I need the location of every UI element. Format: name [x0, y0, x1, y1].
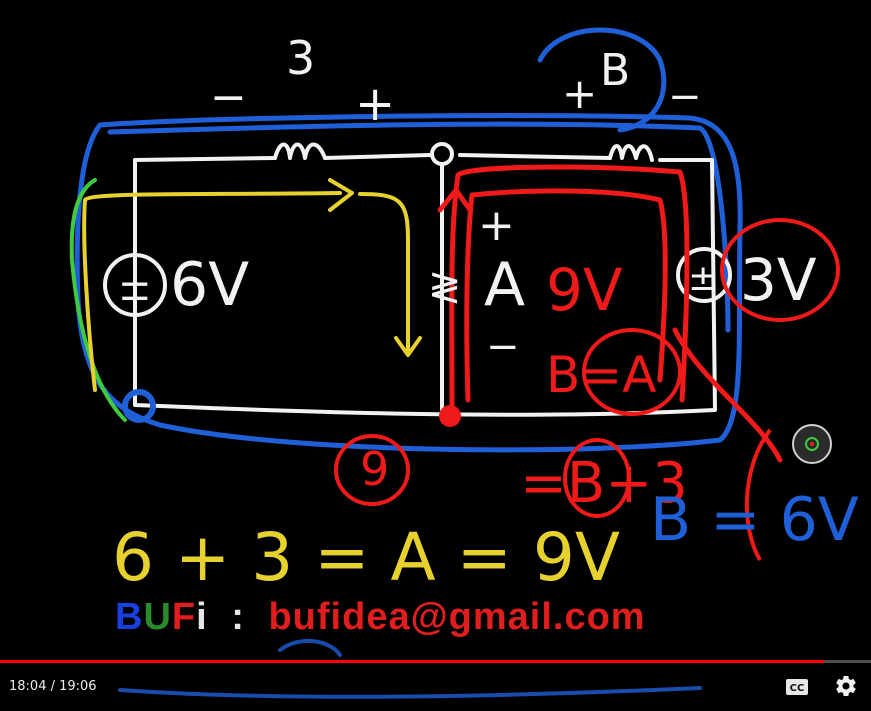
main-equation: 6 + 3 = A = 9V: [112, 519, 620, 596]
closed-captions-button[interactable]: CC: [785, 678, 809, 696]
resistor-right-minus: −: [668, 74, 702, 120]
source-right-label: 3V: [740, 246, 817, 314]
svg-text:CC: CC: [790, 683, 805, 694]
time-display: 18:04 / 19:06: [9, 679, 97, 694]
source-left-sign: ±: [118, 264, 152, 310]
progress-bar[interactable]: [0, 660, 871, 663]
node-value-9: 9: [360, 442, 389, 496]
resistor-left-minus: −: [210, 72, 247, 123]
equation-equals-b-plus-3: =B+3: [520, 451, 688, 516]
progress-bar-played: [0, 660, 824, 663]
gear-icon: [836, 676, 856, 697]
blue-ghost-strokes: [118, 638, 702, 699]
source-left-label: 6V: [170, 250, 249, 320]
equation-b-equals-6v: B = 6V: [650, 485, 859, 555]
blue-node: [122, 389, 156, 423]
source-left-symbol: [103, 253, 167, 317]
minus-sign: −: [486, 324, 520, 370]
resistor-right-value: B: [600, 45, 630, 96]
watermark-email: bufidea@gmail.com: [268, 596, 646, 638]
player-controls: 18:04 / 19:06 CC: [0, 660, 871, 711]
watermark-u: U: [143, 596, 172, 638]
yellow-arrow: [82, 178, 422, 392]
resistor-left-value: 3: [286, 31, 315, 85]
watermark-f: F: [171, 596, 197, 638]
channel-watermark: BUFi : bufidea@gmail.com: [115, 596, 646, 639]
blue-loop: [74, 27, 743, 453]
resistor-left-plus: +: [355, 76, 395, 132]
source-right-symbol: [676, 247, 732, 303]
watermark-b: B: [115, 596, 144, 638]
source-middle-symbol: ≷: [428, 264, 462, 310]
red-node: [439, 405, 461, 427]
green-loop: [69, 178, 127, 422]
node-A-label: A: [484, 250, 525, 320]
settings-button[interactable]: [834, 674, 858, 698]
plus-sign: +: [478, 200, 515, 251]
red-circles: [334, 218, 840, 562]
watermark-separator: :: [231, 596, 245, 638]
voltage-9v-label: 9V: [546, 256, 623, 324]
pointer-cursor-icon: [792, 424, 832, 464]
red-loop: [437, 164, 783, 463]
equation-b-equals-a: B=A: [546, 346, 656, 404]
resistor-right-plus: +: [562, 69, 597, 118]
source-right-sign: ±: [688, 258, 718, 299]
closed-captions-icon: CC: [786, 679, 808, 695]
watermark-i: i: [196, 596, 208, 638]
top-node: [430, 142, 454, 166]
